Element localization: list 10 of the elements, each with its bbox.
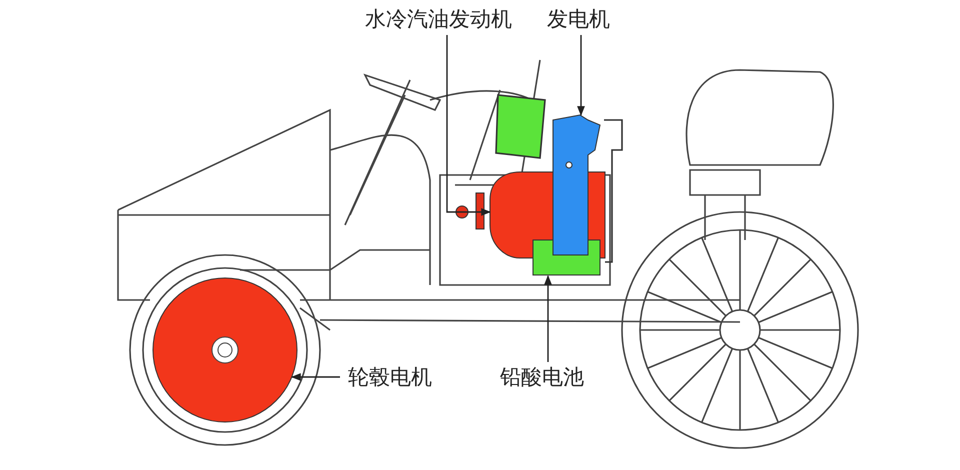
leader-line — [291, 373, 340, 381]
hub-motor-drawing — [152, 278, 298, 422]
leader-line — [544, 275, 552, 362]
callout-label: 轮毂电机 — [348, 364, 432, 390]
generator-drawing — [552, 114, 601, 256]
callout-label: 铅酸电池 — [500, 364, 584, 390]
callout-label: 水冷汽油发动机 — [365, 6, 512, 32]
leader-line — [577, 35, 585, 116]
leader-line — [446, 35, 491, 216]
callout-label: 发电机 — [547, 6, 610, 32]
